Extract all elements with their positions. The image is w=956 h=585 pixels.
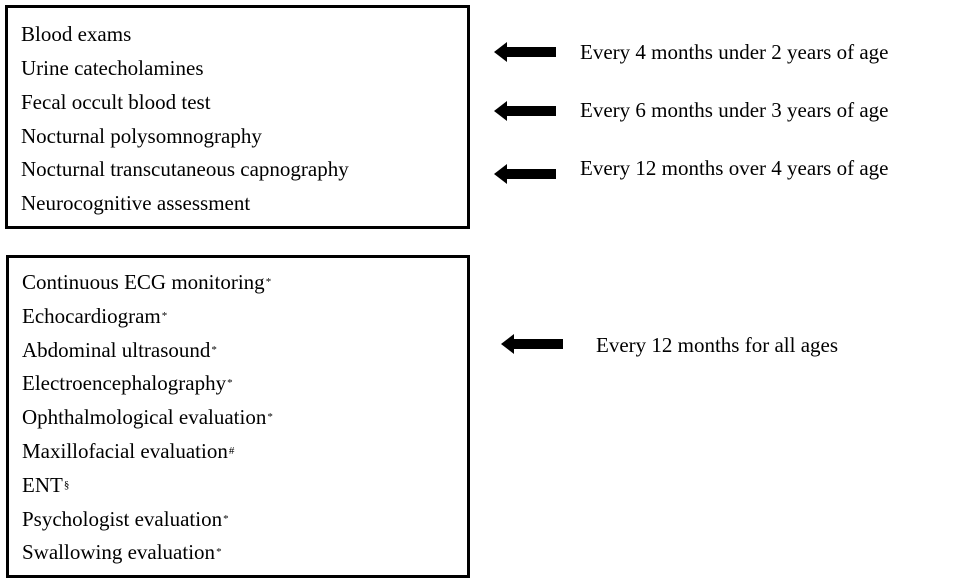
schedule-under-3: Every 6 months under 3 years of age (580, 98, 889, 122)
top-exam-item: Nocturnal transcutaneous capnography (21, 157, 349, 181)
bottom-exam-item: Echocardiogram* (22, 304, 168, 328)
left-arrow-icon (494, 101, 556, 121)
left-arrow-icon (501, 334, 563, 354)
schedule-under-2: Every 4 months under 2 years of age (580, 40, 889, 64)
bottom-exam-item: Continuous ECG monitoring* (22, 270, 272, 294)
left-arrow-icon (494, 42, 556, 62)
top-exam-item: Fecal occult blood test (21, 90, 211, 114)
bottom-exam-item: Electroencephalography* (22, 371, 233, 395)
top-exam-item: Neurocognitive assessment (21, 191, 251, 215)
left-arrow-icon (494, 164, 556, 184)
schedule-all-ages: Every 12 months for all ages (596, 333, 839, 357)
bottom-exam-item: Swallowing evaluation* (22, 540, 222, 564)
bottom-exam-item: Maxillofacial evaluation# (22, 439, 235, 463)
top-exam-item: Urine catecholamines (21, 56, 204, 80)
top-exam-item: Blood exams (21, 22, 132, 46)
bottom-exam-box: Continuous ECG monitoring* Echocardiogra… (6, 255, 470, 578)
bottom-exam-item: ENT§ (22, 473, 70, 497)
bottom-exam-item: Psychologist evaluation* (22, 507, 229, 531)
schedule-over-4: Every 12 months over 4 years of age (580, 156, 889, 180)
bottom-exam-item: Ophthalmological evaluation* (22, 405, 273, 429)
top-exam-box: Blood exams Urine catecholamines Fecal o… (5, 5, 470, 229)
bottom-exam-item: Abdominal ultrasound* (22, 338, 217, 362)
top-exam-item: Nocturnal polysomnography (21, 124, 262, 148)
